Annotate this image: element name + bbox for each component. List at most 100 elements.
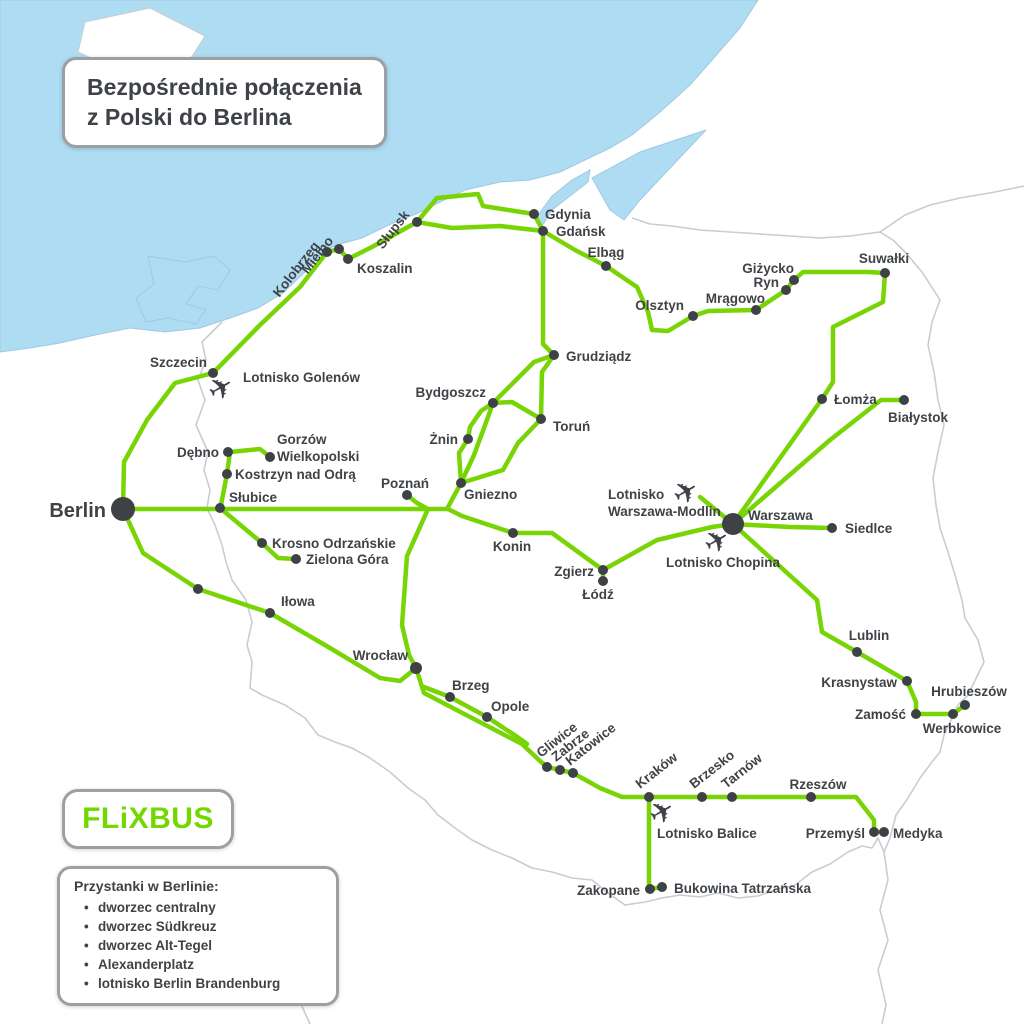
stop-dot-slubice <box>215 503 225 513</box>
city-label-grudziadz: Grudziądz <box>566 349 632 364</box>
route-poznan-wroclaw <box>399 506 431 671</box>
stop-dot-zabrze <box>555 765 565 775</box>
city-label-gdansk: Gdańsk <box>556 224 606 239</box>
stop-dot-gdynia <box>529 209 539 219</box>
route-wroclaw-katowice-przemysl <box>413 665 877 835</box>
stop-dot-lodz <box>598 576 608 586</box>
stop-dot-zielona-gora <box>291 554 301 564</box>
stop-dot-werbkowice <box>948 709 958 719</box>
route-grudziadz-gdansk <box>540 228 557 358</box>
city-label-krosno-odrzanskie: Krosno Odrzańskie <box>272 536 396 551</box>
city-label-krasnystaw: Krasnystaw <box>821 675 897 690</box>
city-label-znin: Żnin <box>430 432 459 447</box>
route-gniezno-znin-bydgoszcz <box>456 400 496 486</box>
route-berlin-slubice-konin-warszawa <box>120 506 736 573</box>
route-bydgoszcz-grudziadz <box>490 352 557 406</box>
city-label-slubice: Słubice <box>229 490 278 505</box>
route-brzeg-opole-loop <box>421 684 530 747</box>
stop-dot-zakopane <box>645 884 655 894</box>
stop-dot-lublin <box>852 647 862 657</box>
city-label-brzeg: Brzeg <box>452 678 490 693</box>
city-label-lodz: Łódź <box>582 587 614 602</box>
city-label-lomza: Łomża <box>834 392 877 407</box>
route-slubice-zielona-gora <box>217 505 299 562</box>
city-label-zielona-gora: Zielona Góra <box>306 552 389 567</box>
city-label-koszalin: Koszalin <box>357 261 413 276</box>
stop-dot-ilowa <box>265 608 275 618</box>
city-label-medyka: Medyka <box>893 826 943 841</box>
stop-dot-znin <box>463 434 473 444</box>
city-label-gdynia: Gdynia <box>545 207 591 222</box>
city-label-elbag: Elbąg <box>588 245 625 260</box>
bullet-icon: • <box>84 900 89 915</box>
route-warszawa-siedlce <box>730 521 835 531</box>
route-berlin-wroclaw <box>120 506 419 684</box>
stop-dot-kostrzyn-nad-odra <box>222 469 232 479</box>
city-label-gizycko: Giżycko <box>742 261 794 276</box>
city-label-krakow: Kraków <box>633 749 681 791</box>
stop-dot-elbag <box>601 261 611 271</box>
stop-dot-katowice <box>568 768 578 778</box>
city-label-zakopane: Zakopane <box>577 883 641 898</box>
city-label-warszawa: Warszawa <box>748 508 813 523</box>
szczecin-lagoon <box>135 255 231 325</box>
stop-dot-opole <box>482 712 492 722</box>
bullet-icon: • <box>84 938 89 953</box>
stop-dot-torun <box>536 414 546 424</box>
stop-dot-grudziadz <box>549 350 559 360</box>
stop-dot-tarnow <box>727 792 737 802</box>
stop-dot-krosno-odrzanskie <box>257 538 267 548</box>
stop-dot-brzesko <box>697 792 707 802</box>
city-label-kostrzyn-nad-odra: Kostrzyn nad Odrą <box>235 467 356 482</box>
city-label-szczecin: Szczecin <box>150 355 207 370</box>
city-label-mragowo: Mrągowo <box>706 291 765 306</box>
stop-dot-szczecin <box>208 368 218 378</box>
stop-dot-stop-west <box>193 584 203 594</box>
city-label-poznan: Poznań <box>381 476 429 491</box>
route-bydgoszcz-torun <box>490 399 544 422</box>
lotnisko-balice-label: Lotnisko Balice <box>657 826 757 841</box>
stop-dot-gizycko <box>789 275 799 285</box>
stop-dot-brzeg <box>445 692 455 702</box>
title-line-2: z Polski do Berlina <box>87 104 292 131</box>
stop-dot-zamosc <box>911 709 921 719</box>
routes-layer <box>120 191 968 892</box>
city-label-torun: Toruń <box>553 419 590 434</box>
stop-dot-bydgoszcz <box>488 398 498 408</box>
berlin-stops-list: •dworzec centralny•dworzec Südkreuz•dwor… <box>74 898 324 993</box>
lotnisko-chopina-label: Lotnisko Chopina <box>666 555 780 570</box>
stop-dot-poznan <box>402 490 412 500</box>
stop-dot-olsztyn <box>688 311 698 321</box>
poland-border <box>195 217 985 906</box>
stop-dot-gliwice <box>542 762 552 772</box>
stop-dot-konin <box>508 528 518 538</box>
title-line-1: Bezpośrednie połączenia <box>87 74 362 100</box>
lotnisko-golenow-label: Lotnisko Golenów <box>243 370 360 385</box>
berlin-stops-heading: Przystanki w Berlinie: <box>74 878 219 894</box>
stop-dot-lomza <box>817 394 827 404</box>
stop-dot-gniezno <box>456 478 466 488</box>
city-label-werbkowice: Werbkowice <box>923 721 1002 736</box>
stop-dot-koszalin <box>343 254 353 264</box>
lithuania-border <box>879 185 1024 233</box>
berlin-stop-item-label: lotnisko Berlin Brandenburg <box>98 976 281 991</box>
route-szczecin-koszalin-slupsk <box>210 219 420 376</box>
flixbus-logo-box: FLiXBUS <box>62 789 234 849</box>
bullet-icon: • <box>84 919 89 934</box>
stop-dot-bukowina-tatrzanska <box>657 882 667 892</box>
city-label-ryn: Ryn <box>753 275 779 290</box>
city-label-rzeszow: Rzeszów <box>789 777 847 792</box>
route-bialystok-warszawa <box>730 397 907 527</box>
berlin-stop-item: •dworzec Alt-Tegel <box>84 936 324 955</box>
city-label-bialystok: Białystok <box>888 410 949 425</box>
city-label-olsztyn: Olsztyn <box>635 298 684 313</box>
route-slupsk-gdansk <box>414 219 546 234</box>
berlin-stop-item-label: dworzec Südkreuz <box>98 919 217 934</box>
berlin-stop-item-label: Alexanderplatz <box>98 957 195 972</box>
city-label-konin: Konin <box>493 539 531 554</box>
stop-dot-medyka <box>879 827 889 837</box>
